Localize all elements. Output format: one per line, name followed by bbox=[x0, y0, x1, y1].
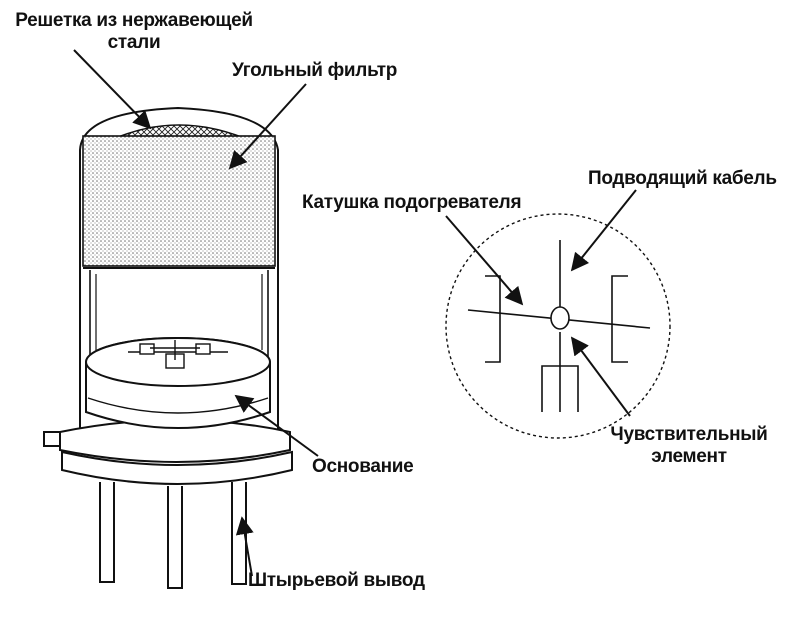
sensor-body bbox=[43, 106, 293, 589]
label-sensing-element: Чувствительный элемент bbox=[596, 424, 782, 468]
sensing-bead bbox=[550, 306, 570, 330]
label-carbon-filter: Угольный фильтр bbox=[232, 60, 398, 81]
label-sensing-line2: элемент bbox=[651, 446, 727, 467]
arrow-filter bbox=[228, 83, 307, 170]
arrow-pin bbox=[235, 516, 254, 577]
label-sensing-line1: Чувствительный bbox=[610, 424, 768, 445]
label-pin: Штырьевой вывод bbox=[248, 570, 425, 591]
arrow-heater bbox=[445, 215, 524, 306]
label-heater-coil: Катушка подогревателя bbox=[302, 192, 522, 213]
arrow-sensing bbox=[570, 336, 631, 417]
detail-circle bbox=[445, 213, 671, 439]
pins bbox=[99, 482, 247, 589]
base bbox=[43, 337, 293, 485]
label-lead-cable: Подводящий кабель bbox=[588, 168, 777, 189]
element-detail bbox=[445, 213, 671, 439]
carbon-filter bbox=[82, 135, 276, 267]
leader-lines bbox=[73, 49, 637, 577]
label-steel-mesh: Решетка из нержавеющей стали bbox=[4, 10, 264, 54]
label-steel-mesh-line2: стали bbox=[107, 32, 161, 53]
arrow-base bbox=[234, 394, 319, 457]
label-base: Основание bbox=[312, 456, 414, 477]
arrow-cable bbox=[570, 189, 637, 272]
arrow-mesh bbox=[73, 49, 152, 130]
label-steel-mesh-line1: Решетка из нержавеющей bbox=[15, 10, 253, 31]
